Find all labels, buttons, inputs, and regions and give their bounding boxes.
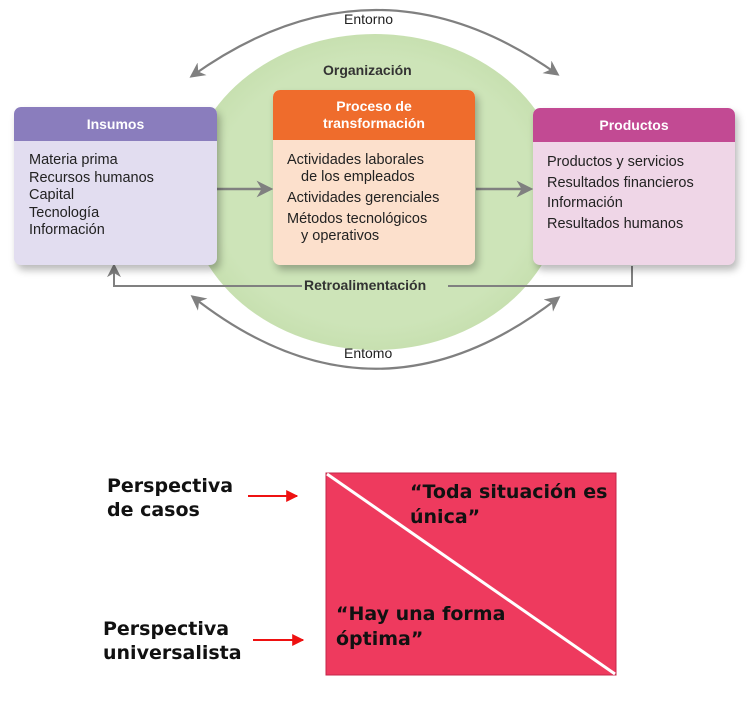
process-item: Actividades laborales de los empleados (287, 152, 425, 185)
outputs-list: Productos y servicios Resultados financi… (533, 142, 735, 234)
universal-perspective-label: Perspectiva universalista (103, 618, 242, 664)
process-list: Actividades laborales de los empleados A… (273, 140, 475, 245)
environment-top-label: Entorno (344, 11, 394, 27)
environment-bottom-label: Entomo (344, 345, 393, 361)
feedback-label: Retroalimentación (304, 277, 427, 293)
inputs-list: Materia prima Recursos humanos Capital T… (14, 141, 217, 240)
panel-divider (326, 472, 616, 676)
outputs-item: Resultados humanos (547, 215, 684, 232)
outputs-item: Información (547, 195, 623, 211)
outputs-item: Productos y servicios (547, 154, 684, 170)
quote-optimal-way: “Hay una forma óptima” (336, 603, 506, 650)
outputs-box: Productos Productos y servicios Resultad… (533, 108, 735, 265)
outputs-item: Resultados financieros (547, 174, 694, 191)
process-header: Proceso de transformación (273, 90, 475, 140)
inputs-item: Materia prima (29, 152, 118, 168)
inputs-item: Capital (29, 187, 75, 203)
feedback-line-left (107, 263, 302, 287)
environment-top-arc (189, 8, 560, 78)
case-perspective-label: Perspectiva de casos (107, 475, 234, 521)
inputs-box: Insumos Materia prima Recursos humanos C… (14, 107, 217, 265)
feedback-line-right (448, 266, 633, 287)
process-title-line2: transformación (323, 115, 425, 131)
process-box: Proceso de transformación Actividades la… (273, 90, 475, 265)
inputs-header: Insumos (14, 107, 217, 141)
environment-bottom-arc (190, 295, 561, 370)
process-item: Métodos tecnológicos y operativos (287, 211, 428, 244)
quote-unique-situation: “Toda situación es única” (410, 481, 608, 528)
outputs-header: Productos (533, 108, 735, 142)
inputs-item: Información (29, 222, 105, 238)
process-item: Actividades gerenciales (287, 190, 440, 206)
inputs-item: Tecnología (29, 204, 100, 221)
inputs-item: Recursos humanos (29, 169, 154, 186)
organization-label: Organización (323, 62, 412, 78)
process-title-line1: Proceso de (336, 98, 412, 114)
